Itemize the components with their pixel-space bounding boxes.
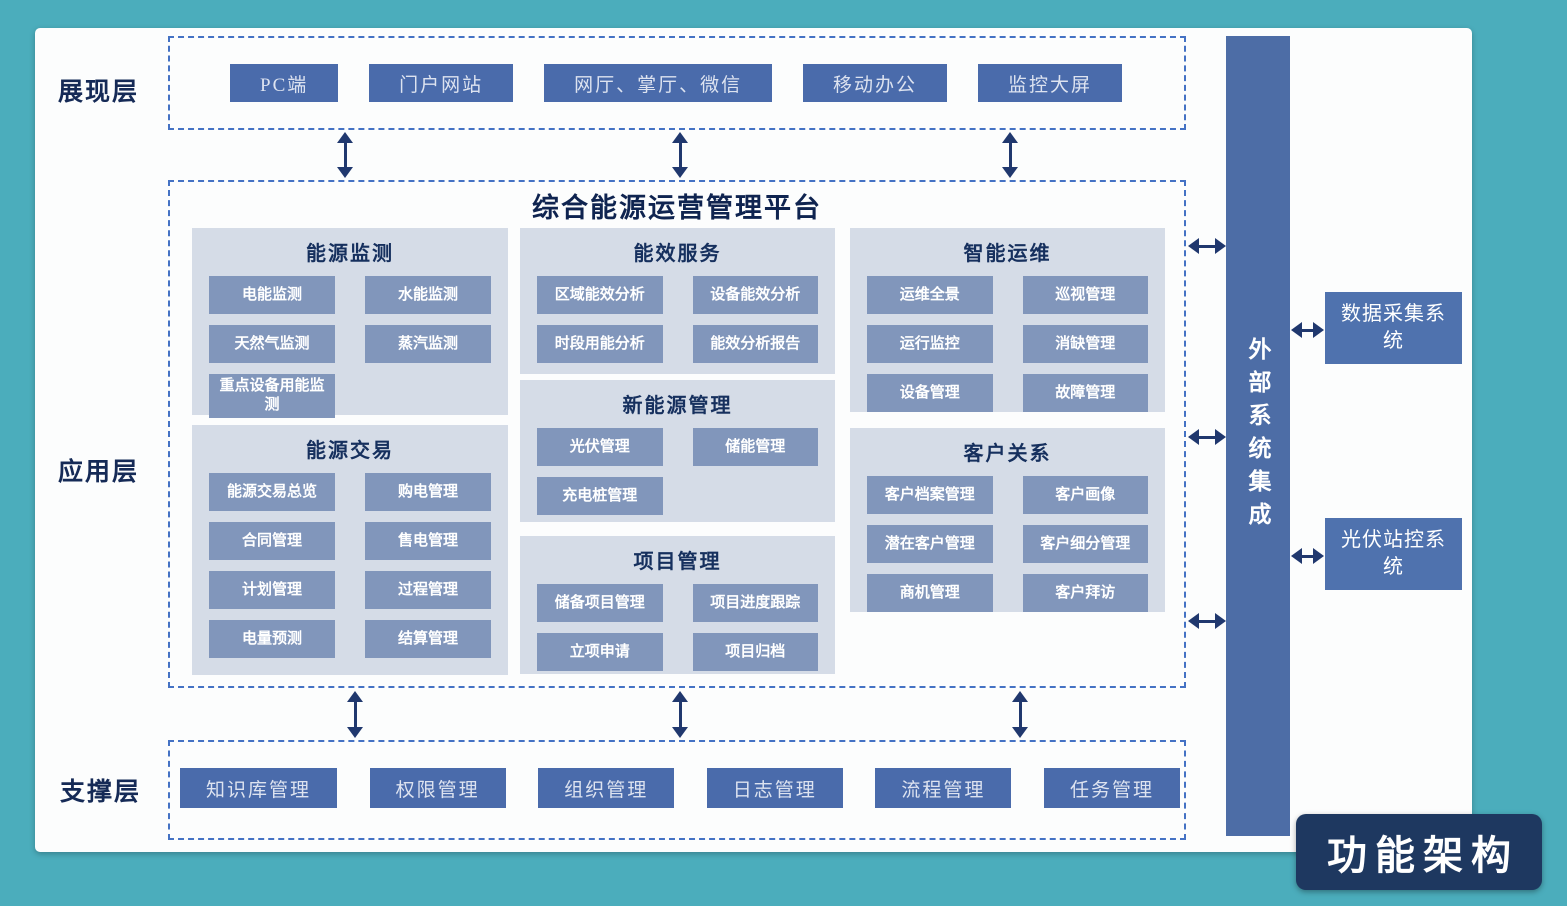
group-panel-3: 新能源管理光伏管理储能管理充电桩管理 (520, 380, 835, 522)
module-node-3: 蒸汽监测 (365, 325, 491, 363)
module-node-0: 运维全景 (867, 276, 993, 314)
module-node-4: 设备管理 (867, 374, 993, 412)
support-node-4: 流程管理 (875, 768, 1012, 808)
module-node-0: 区域能效分析 (537, 276, 663, 314)
support-node-2: 组织管理 (538, 768, 675, 808)
group-title: 能源监测 (306, 243, 394, 265)
double-arrow-vertical (672, 132, 688, 178)
module-node-1: 项目进度跟踪 (692, 584, 818, 622)
module-node-3: 项目归档 (692, 633, 818, 671)
double-arrow-vertical (672, 691, 688, 738)
module-node-3: 消缺管理 (1022, 325, 1148, 363)
presentation-node-1: 门户网站 (369, 64, 514, 102)
group-title: 项目管理 (633, 551, 722, 573)
support-layer-box (168, 740, 1186, 840)
group-title: 能效服务 (633, 243, 722, 265)
group-panel-0: 能源监测电能监测水能监测天然气监测蒸汽监测重点设备用能监测 (192, 228, 508, 418)
label-presentation-layer: 展现层 (58, 78, 140, 106)
module-node-4: 计划管理 (209, 571, 335, 609)
group-panel-2: 能效服务区域能效分析设备能效分析时段用能分析能效分析报告 (520, 228, 835, 374)
support-node-0: 知识库管理 (180, 768, 338, 808)
module-node-2: 潜在客户管理 (867, 525, 993, 563)
module-node-2: 立项申请 (537, 633, 663, 671)
group-grid: 运维全景巡视管理运行监控消缺管理设备管理故障管理 (850, 266, 1165, 412)
group-grid: 能源交易总览购电管理合同管理售电管理计划管理过程管理电量预测结算管理 (192, 463, 508, 658)
double-arrow-horizontal (1291, 548, 1324, 564)
presentation-node-4: 监控大屏 (977, 64, 1122, 102)
module-node-5: 故障管理 (1022, 374, 1148, 412)
module-node-3: 能效分析报告 (692, 325, 818, 363)
module-node-1: 巡视管理 (1022, 276, 1148, 314)
module-node-3: 售电管理 (365, 522, 491, 560)
group-title: 能源交易 (306, 440, 394, 462)
group-grid: 电能监测水能监测天然气监测蒸汽监测重点设备用能监测 (192, 266, 508, 418)
module-node-2: 运行监控 (867, 325, 993, 363)
double-arrow-vertical (337, 132, 353, 178)
presentation-node-3: 移动办公 (803, 64, 948, 102)
module-node-2: 天然气监测 (209, 325, 335, 363)
module-node-1: 客户画像 (1022, 476, 1148, 514)
module-node-2: 时段用能分析 (537, 325, 663, 363)
module-node-2: 合同管理 (209, 522, 335, 560)
support-node-1: 权限管理 (369, 768, 506, 808)
module-node-0: 客户档案管理 (867, 476, 993, 514)
module-node-0: 能源交易总览 (209, 473, 335, 511)
group-grid: 客户档案管理客户画像潜在客户管理客户细分管理商机管理客户拜访 (850, 466, 1165, 612)
module-node-0: 储备项目管理 (537, 584, 663, 622)
double-arrow-horizontal (1188, 429, 1226, 445)
support-node-3: 日志管理 (706, 768, 843, 808)
module-node-6: 电量预测 (209, 620, 335, 658)
double-arrow-vertical (1002, 132, 1018, 178)
platform-title: 综合能源运营管理平台 (532, 193, 822, 223)
support-node-row: 知识库管理权限管理组织管理日志管理流程管理任务管理 (180, 768, 1180, 808)
double-arrow-vertical (1012, 691, 1028, 738)
double-arrow-horizontal (1291, 322, 1324, 338)
group-panel-1: 能源交易能源交易总览购电管理合同管理售电管理计划管理过程管理电量预测结算管理 (192, 425, 508, 675)
presentation-node-0: PC端 (230, 64, 339, 102)
external-system-data-collection-label: 数据采集系统 (1341, 303, 1446, 352)
module-node-2: 充电桩管理 (537, 477, 663, 515)
module-node-0: 光伏管理 (537, 428, 663, 466)
double-arrow-vertical (347, 691, 363, 738)
presentation-layer-box (168, 36, 1186, 130)
external-system-pv-station-control-label: 光伏站控系统 (1341, 529, 1446, 578)
double-arrow-horizontal (1188, 613, 1226, 629)
application-layer-box (168, 180, 1186, 688)
module-node-4: 重点设备用能监测 (209, 374, 335, 418)
module-node-1: 水能监测 (365, 276, 491, 314)
module-node-1: 购电管理 (365, 473, 491, 511)
module-node-1: 设备能效分析 (692, 276, 818, 314)
group-title: 新能源管理 (622, 395, 733, 417)
group-grid: 储备项目管理项目进度跟踪立项申请项目归档 (520, 574, 835, 671)
module-node-1: 储能管理 (692, 428, 818, 466)
group-title: 智能运维 (963, 243, 1052, 265)
label-support-layer: 支撑层 (60, 778, 142, 806)
external-systems-integration-bar: 外部系统集成 (1226, 36, 1290, 836)
double-arrow-horizontal (1188, 238, 1226, 254)
module-node-0: 电能监测 (209, 276, 335, 314)
presentation-node-row: PC端门户网站网厅、掌厅、微信移动办公监控大屏 (230, 64, 1122, 102)
presentation-node-2: 网厅、掌厅、微信 (544, 64, 773, 102)
module-node-5: 客户拜访 (1022, 574, 1148, 612)
group-grid: 区域能效分析设备能效分析时段用能分析能效分析报告 (520, 266, 835, 363)
external-systems-integration-label: 外部系统集成 (1245, 337, 1271, 535)
external-system-data-collection: 数据采集系统 (1325, 292, 1462, 364)
label-application-layer: 应用层 (58, 458, 140, 486)
group-panel-4: 项目管理储备项目管理项目进度跟踪立项申请项目归档 (520, 536, 835, 674)
support-node-5: 任务管理 (1043, 768, 1180, 808)
diagram-title-badge: 功能架构 (1296, 814, 1542, 890)
group-grid: 光伏管理储能管理充电桩管理 (520, 418, 835, 515)
module-node-5: 过程管理 (365, 571, 491, 609)
group-panel-5: 智能运维运维全景巡视管理运行监控消缺管理设备管理故障管理 (850, 228, 1165, 412)
module-node-4: 商机管理 (867, 574, 993, 612)
group-title: 客户关系 (963, 443, 1052, 465)
external-system-pv-station-control: 光伏站控系统 (1325, 518, 1462, 590)
module-node-7: 结算管理 (365, 620, 491, 658)
module-node-3: 客户细分管理 (1022, 525, 1148, 563)
group-panel-6: 客户关系客户档案管理客户画像潜在客户管理客户细分管理商机管理客户拜访 (850, 428, 1165, 612)
